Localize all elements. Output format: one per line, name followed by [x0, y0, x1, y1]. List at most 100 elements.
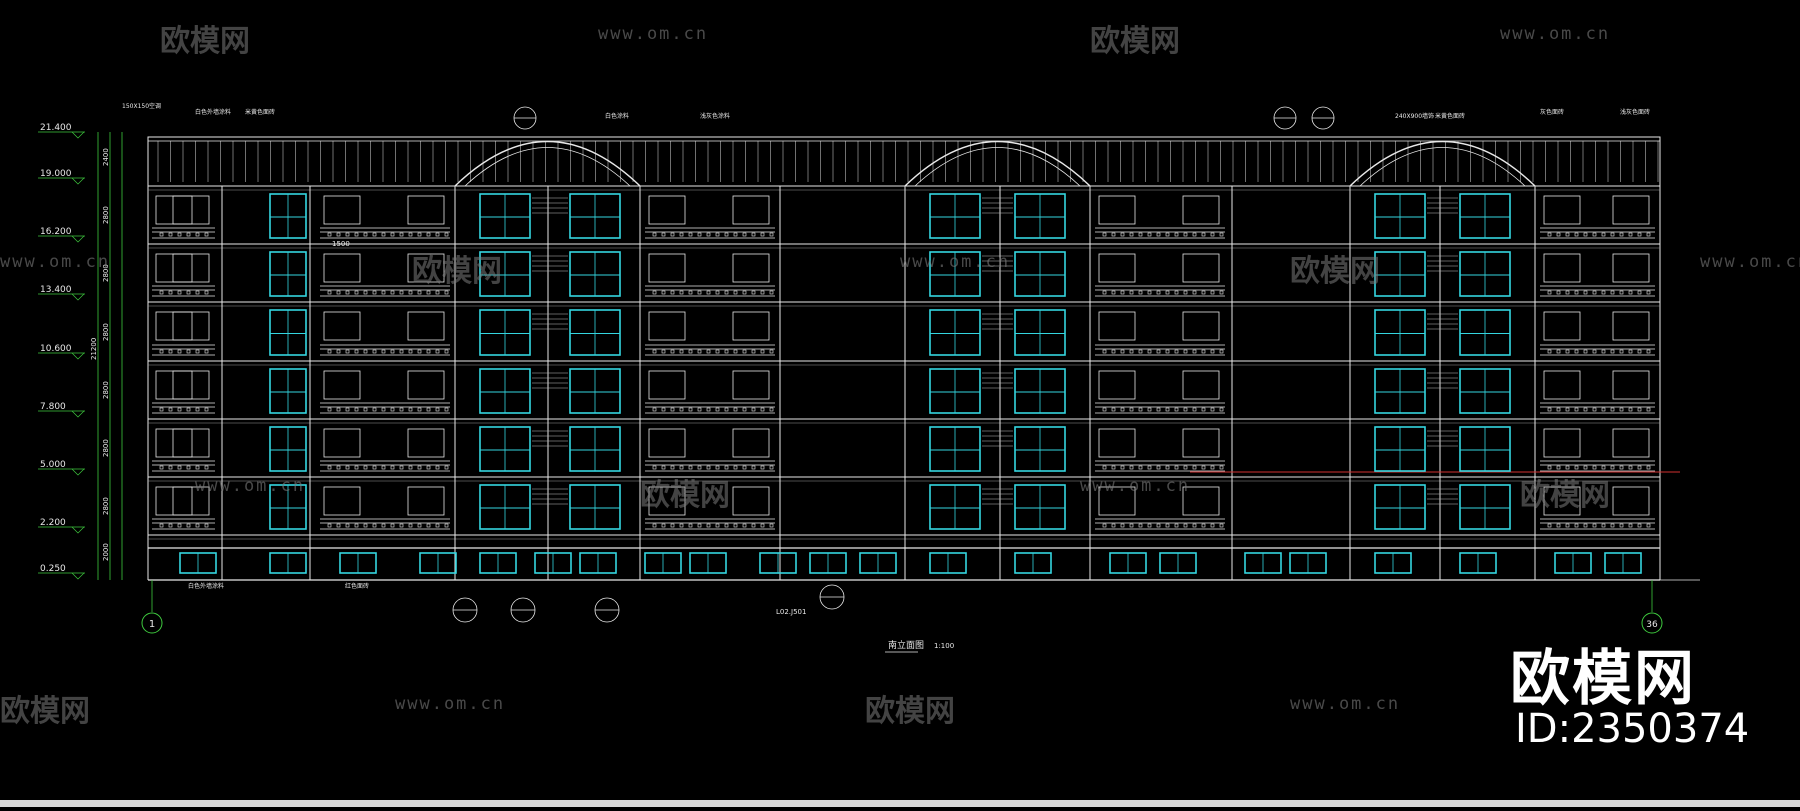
elevation-value: 10.600: [40, 344, 72, 354]
building-windows: [179, 193, 1642, 574]
elevation-marker: [71, 410, 85, 418]
apartment-window: [155, 370, 193, 400]
apartment-window: [1098, 486, 1136, 516]
elevation-labels: 21.40019.00016.20013.40010.6007.8005.000…: [38, 102, 1663, 653]
apartment-window: [323, 253, 361, 283]
apartment-window: [323, 370, 361, 400]
material-note: 米黄色面砖: [1435, 112, 1465, 120]
apartment-window: [1612, 195, 1650, 225]
material-note: 米黄色面砖: [245, 108, 275, 116]
elevation-value: 7.800: [40, 402, 66, 412]
apartment-window: [1543, 311, 1581, 341]
elevation-marker: [71, 293, 85, 301]
story-dimension: 2800: [102, 497, 110, 515]
story-dimension: 2800: [102, 381, 110, 399]
apartment-window: [155, 195, 193, 225]
apartment-window: [1543, 428, 1581, 458]
story-dimension: 2400: [102, 148, 110, 166]
watermark-brand: 欧模网: [1290, 254, 1380, 289]
apartment-window: [407, 486, 445, 516]
roof-arch-inner: [1359, 147, 1526, 187]
elevation-value: 19.000: [40, 169, 72, 179]
story-dimension: 2800: [102, 264, 110, 282]
material-note: 150X150空调: [122, 102, 161, 110]
apartment-window: [1612, 311, 1650, 341]
apartment-window: [732, 486, 770, 516]
apartment-window: [172, 195, 210, 225]
watermark-brand: 欧模网: [865, 694, 955, 729]
apartment-window: [407, 370, 445, 400]
apartment-window: [1182, 370, 1220, 400]
watermark-url: www.om.cn: [1500, 24, 1611, 44]
apartment-window: [648, 428, 686, 458]
watermark-url: www.om.cn: [1700, 252, 1800, 272]
apartment-window: [1543, 370, 1581, 400]
watermark-brand: 欧模网: [0, 694, 90, 729]
apartment-window: [1182, 311, 1220, 341]
apartment-window: [172, 486, 210, 516]
elevation-value: 13.400: [40, 285, 72, 295]
apartment-window: [155, 253, 193, 283]
apartment-window: [648, 195, 686, 225]
elevation-marker: [71, 572, 85, 580]
total-dimension: 21200: [90, 338, 98, 360]
material-note: 浅灰色涂料: [700, 112, 730, 120]
story-dimension: 2800: [102, 206, 110, 224]
apartment-window: [1098, 370, 1136, 400]
apartment-window: [172, 370, 210, 400]
watermark-brand: 欧模网: [640, 478, 730, 513]
apartment-window: [1098, 428, 1136, 458]
roof-arch-inner: [464, 147, 631, 187]
reference-label: L02.J501: [776, 608, 806, 616]
axis-label: 1: [149, 619, 155, 630]
apartment-window: [1543, 253, 1581, 283]
apartment-window: [648, 486, 686, 516]
apartment-window: [732, 370, 770, 400]
dimension-label: 1500: [332, 240, 350, 248]
elevation-marker: [71, 526, 85, 534]
apartment-window: [732, 253, 770, 283]
apartment-window: [323, 311, 361, 341]
apartment-window: [1612, 486, 1650, 516]
elevation-value: 0.250: [40, 564, 66, 574]
watermark-url: www.om.cn: [598, 24, 709, 44]
watermark-url: www.om.cn: [1290, 694, 1401, 714]
material-note: 240X900墙饰: [1395, 112, 1434, 120]
elevation-marker: [71, 352, 85, 360]
axis-bubble: [141, 612, 163, 634]
apartment-window: [1182, 195, 1220, 225]
apartment-window: [1612, 428, 1650, 458]
elevation-value: 5.000: [40, 460, 66, 470]
elevation-value: 16.200: [40, 227, 72, 237]
apartment-window: [407, 253, 445, 283]
apartment-window: [732, 428, 770, 458]
watermark-url: www.om.cn: [0, 252, 111, 272]
apartment-window: [1543, 195, 1581, 225]
apartment-window: [323, 428, 361, 458]
watermark-brand: 欧模网: [1090, 24, 1180, 59]
material-note: 白色外墙涂料: [195, 108, 231, 116]
apartment-window: [1098, 253, 1136, 283]
watermark-url: www.om.cn: [195, 476, 306, 496]
apartment-window: [1612, 253, 1650, 283]
material-note: 红色面砖: [345, 582, 369, 590]
roof-arch: [454, 140, 641, 187]
axis-label: 36: [1646, 620, 1658, 630]
apartment-window: [1098, 311, 1136, 341]
apartment-window: [407, 311, 445, 341]
apartment-window: [1182, 428, 1220, 458]
elevation-marker: [71, 468, 85, 476]
apartment-window: [155, 486, 193, 516]
material-note: 浅灰色面砖: [1620, 108, 1650, 116]
model-id-label: ID:2350374: [1515, 706, 1750, 752]
material-note: 白色涂料: [605, 112, 629, 120]
apartment-window: [1612, 370, 1650, 400]
apartment-window: [155, 311, 193, 341]
apartment-window: [172, 311, 210, 341]
watermark-brand: 欧模网: [412, 254, 502, 289]
drawing-title: 南立面图: [888, 639, 924, 651]
watermark-brand: 欧模网: [160, 24, 250, 59]
apartment-window: [1543, 486, 1581, 516]
apartment-window: [1182, 253, 1220, 283]
